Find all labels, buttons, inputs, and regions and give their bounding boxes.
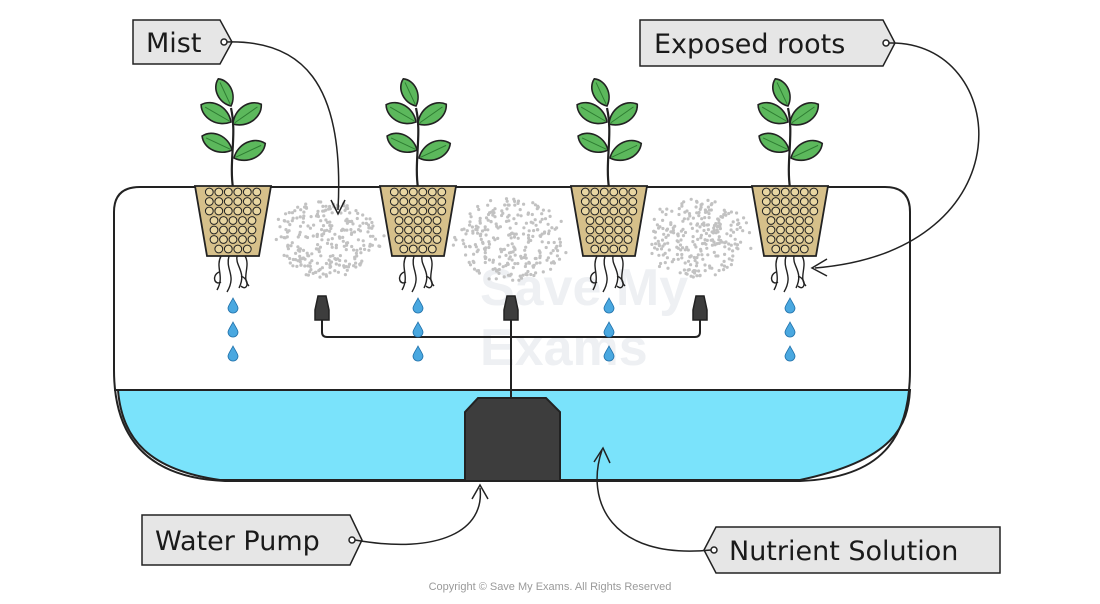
copyright-text: Copyright © Save My Exams. All Rights Re… xyxy=(429,581,672,593)
leader-line xyxy=(354,487,482,546)
water-droplet xyxy=(784,345,796,362)
plant xyxy=(750,77,830,293)
nozzle xyxy=(503,295,519,321)
roots xyxy=(770,255,807,293)
water-droplet xyxy=(603,297,615,314)
tank xyxy=(113,186,911,482)
label-nutrient-solution-text: Nutrient Solution xyxy=(729,536,958,567)
nozzles xyxy=(314,295,708,321)
water-droplet xyxy=(784,321,796,338)
mist-cloud xyxy=(451,197,568,282)
arrow-head xyxy=(330,199,346,216)
label-nutrient-solution: Nutrient Solution xyxy=(593,446,1001,574)
plant xyxy=(378,77,458,293)
plants xyxy=(193,77,830,293)
water-droplet xyxy=(227,297,239,314)
plant xyxy=(569,77,649,293)
water-droplet xyxy=(603,321,615,338)
label-mist-text: Mist xyxy=(146,28,201,59)
water-droplet xyxy=(412,297,424,314)
droplets xyxy=(227,297,796,362)
plant xyxy=(193,77,273,293)
nozzle xyxy=(692,295,708,321)
roots xyxy=(213,255,250,293)
nozzle xyxy=(314,295,330,321)
water-droplet xyxy=(227,321,239,338)
water-droplet xyxy=(412,321,424,338)
water-droplet xyxy=(412,345,424,362)
water-droplet xyxy=(227,345,239,362)
roots xyxy=(589,255,626,293)
leader-line xyxy=(226,41,340,211)
label-exposed-roots: Exposed roots xyxy=(639,19,980,277)
label-mist: Mist xyxy=(132,19,346,216)
leader-line xyxy=(596,449,712,552)
water-droplet xyxy=(603,345,615,362)
water-droplet xyxy=(784,297,796,314)
label-exposed-roots-text: Exposed roots xyxy=(654,29,845,60)
mist-clouds xyxy=(274,197,753,282)
arrow-head xyxy=(810,258,828,277)
label-water-pump: Water Pump xyxy=(141,483,489,566)
label-water-pump-text: Water Pump xyxy=(155,526,320,557)
mist-cloud xyxy=(650,197,753,279)
arrow-head xyxy=(471,483,489,500)
mist-cloud xyxy=(274,200,386,279)
watermark-line2: Exams xyxy=(480,319,648,377)
roots xyxy=(398,255,435,293)
water-pump xyxy=(464,397,561,482)
leader-line xyxy=(814,42,980,269)
arrow-head xyxy=(593,446,611,464)
